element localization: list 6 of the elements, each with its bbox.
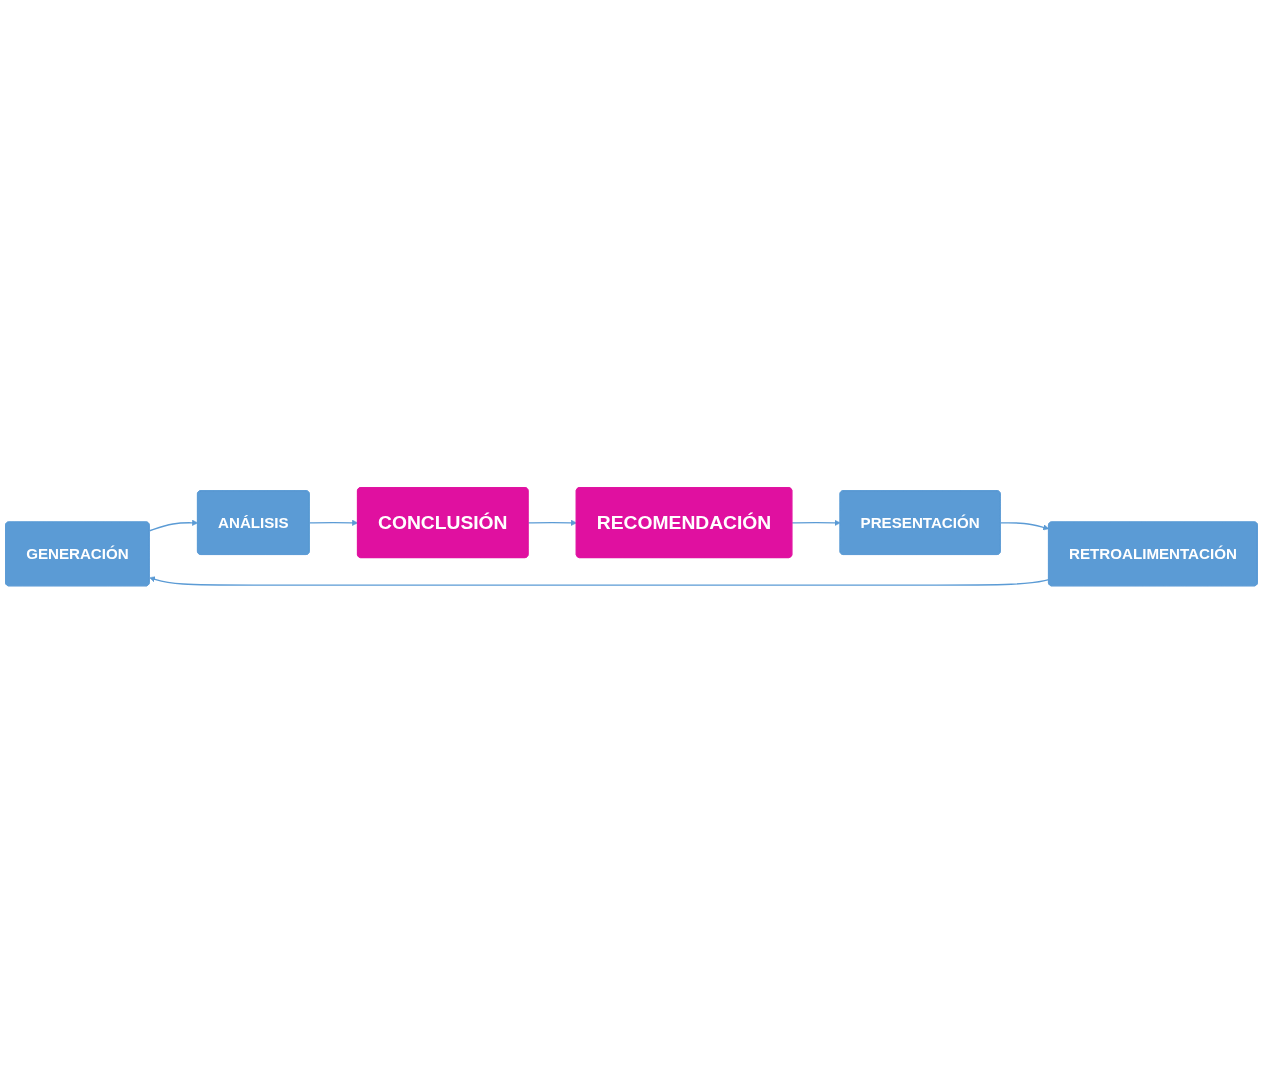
arrow [308,519,359,526]
arrow [791,519,841,526]
arrow [148,519,199,532]
arrow [527,519,577,526]
arrow [149,576,1050,586]
arrow [999,521,1050,531]
